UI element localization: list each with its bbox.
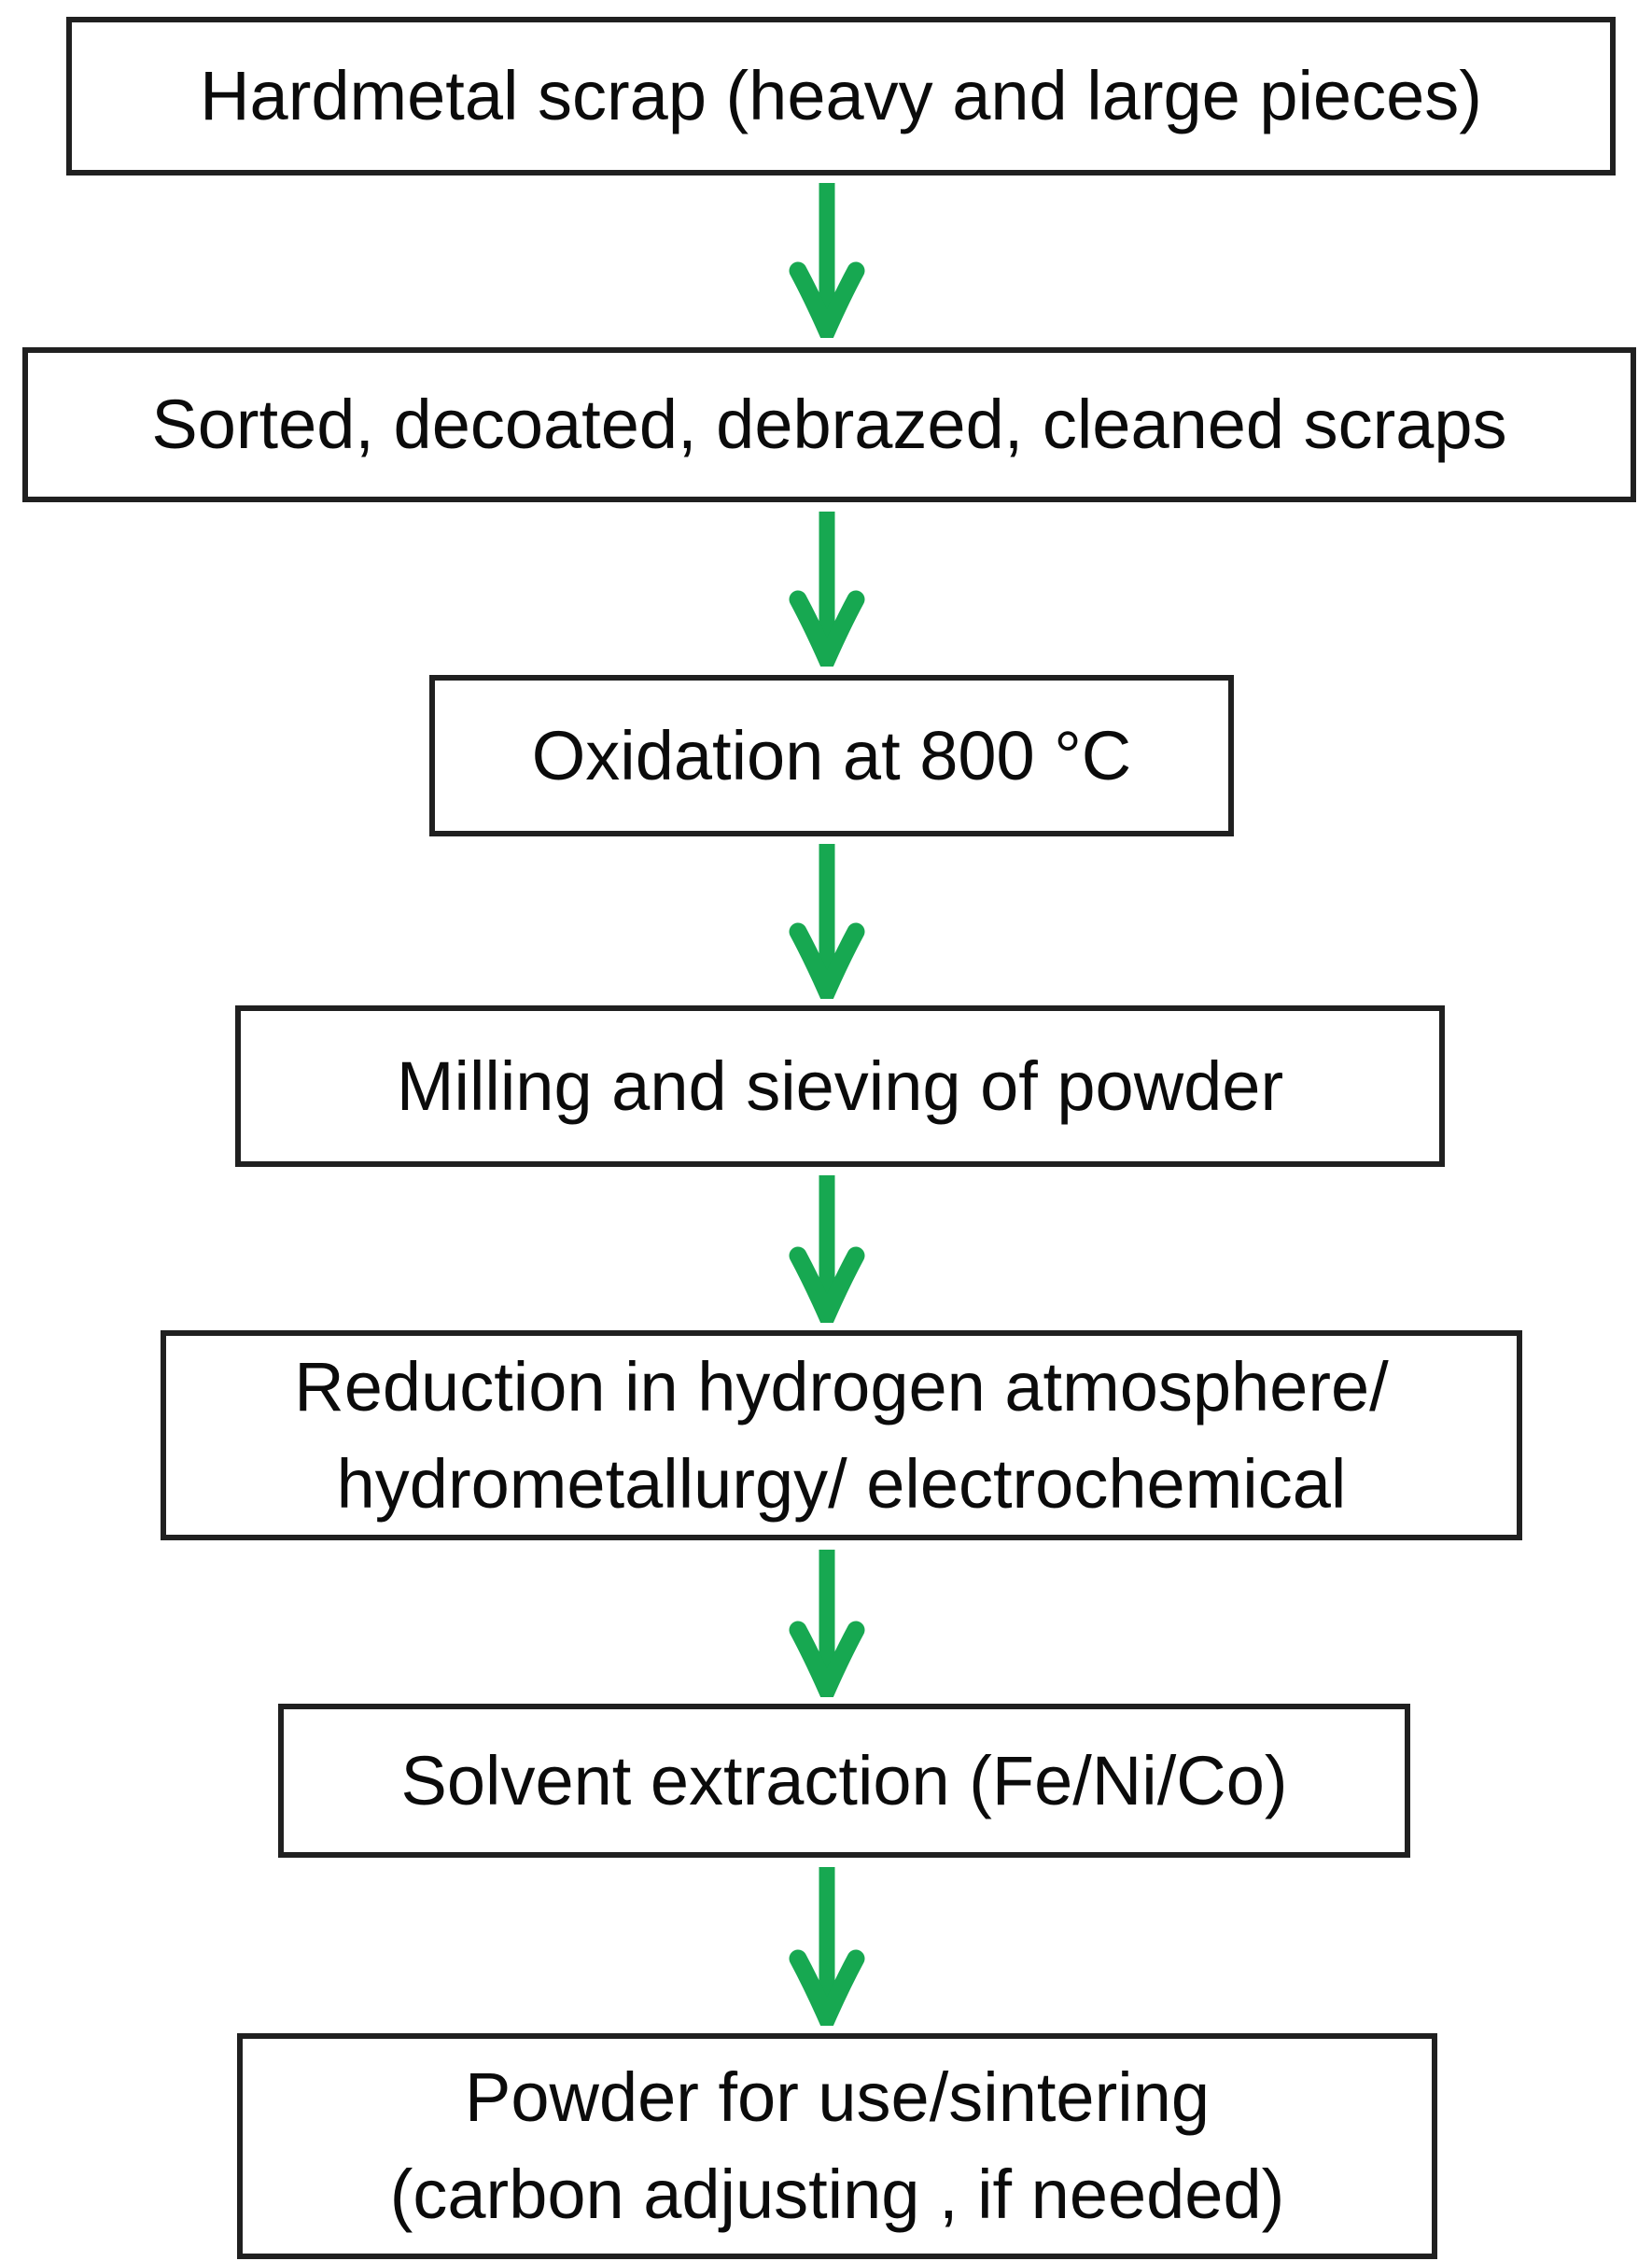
step-label-line-2: (carbon adjusting , if needed) bbox=[389, 2156, 1285, 2233]
step-label-line-1: Reduction in hydrogen atmosphere/ bbox=[294, 1347, 1389, 1425]
step-oxidation: Oxidation at 800 °C bbox=[429, 675, 1234, 836]
flow-down-arrow-icon bbox=[789, 1867, 865, 2026]
flow-down-arrow-icon bbox=[789, 844, 865, 999]
step-label: Solvent extraction (Fe/Ni/Co) bbox=[400, 1741, 1288, 1819]
step-powder-use: Powder for use/sintering (carbon adjusti… bbox=[237, 2033, 1437, 2259]
flow-down-arrow-icon bbox=[789, 183, 865, 338]
step-sorted-scraps: Sorted, decoated, debrazed, cleaned scra… bbox=[22, 347, 1636, 502]
step-label-line-1: Powder for use/sintering bbox=[465, 2058, 1210, 2137]
step-label-line-2: hydrometallurgy/ electrochemical bbox=[336, 1444, 1347, 1523]
step-label: Sorted, decoated, debrazed, cleaned scra… bbox=[151, 386, 1507, 464]
step-milling-sieving: Milling and sieving of powder bbox=[235, 1005, 1445, 1167]
step-solvent-extraction: Solvent extraction (Fe/Ni/Co) bbox=[278, 1704, 1410, 1858]
flow-down-arrow-icon bbox=[789, 512, 865, 667]
flow-down-arrow-icon bbox=[789, 1175, 865, 1323]
step-label: Oxidation at 800 °C bbox=[531, 716, 1132, 794]
step-label: Milling and sieving of powder bbox=[396, 1046, 1284, 1125]
step-label: Hardmetal scrap (heavy and large pieces) bbox=[200, 57, 1482, 135]
step-hardmetal-scrap: Hardmetal scrap (heavy and large pieces) bbox=[66, 17, 1616, 176]
flow-down-arrow-icon bbox=[789, 1550, 865, 1697]
step-reduction: Reduction in hydrogen atmosphere/ hydrom… bbox=[161, 1330, 1522, 1540]
